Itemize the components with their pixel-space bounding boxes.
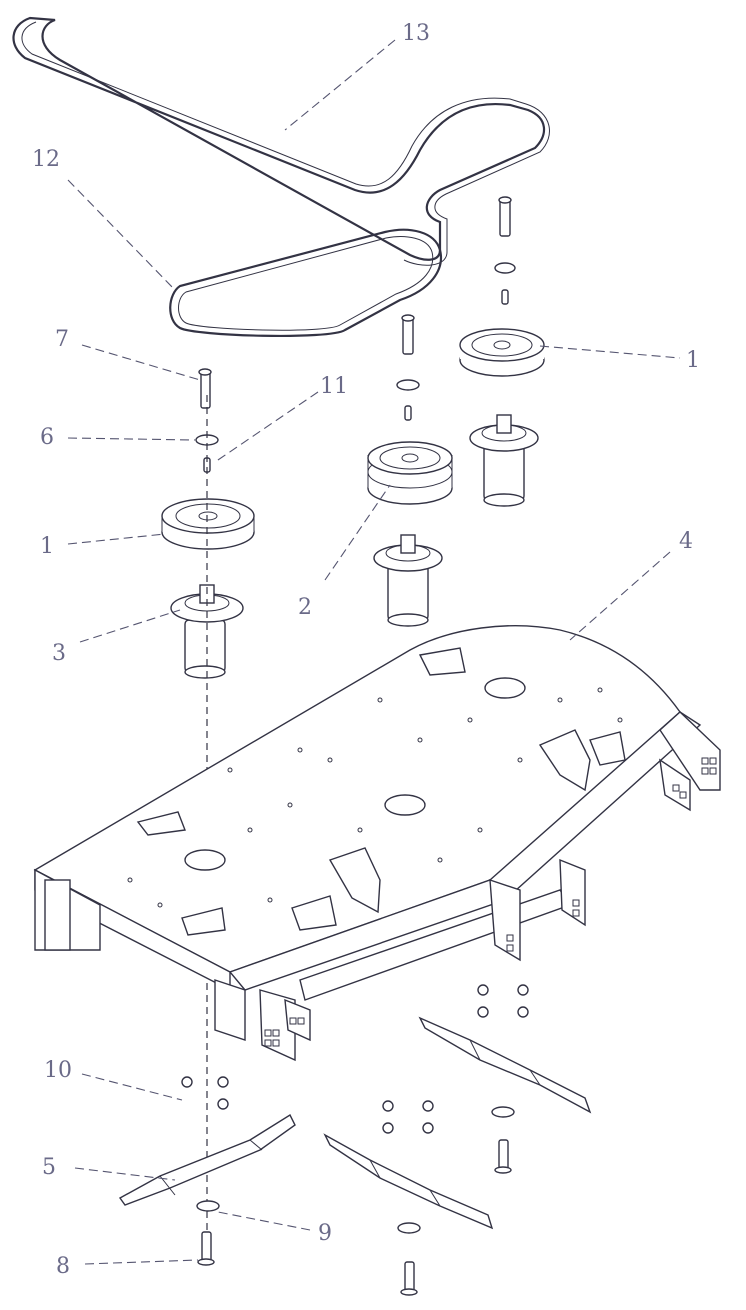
- callout-1-left: 1: [40, 534, 54, 559]
- pulley-left: [161, 498, 255, 550]
- bolt-right-lower: [400, 1261, 418, 1296]
- blade-nuts: [181, 984, 529, 1134]
- bolt-right-upper: [494, 1139, 512, 1174]
- callout-9: 9: [318, 1221, 332, 1246]
- callout-10: 10: [44, 1058, 72, 1083]
- key-right-top: [501, 289, 509, 305]
- blade-left: [118, 1113, 296, 1206]
- blade-right-upper: [418, 1016, 592, 1114]
- pulley-double-center: [367, 441, 453, 505]
- key-center-top: [404, 405, 412, 421]
- leader-lines: [67, 39, 681, 1265]
- callout-12: 12: [32, 147, 60, 172]
- callout-6: 6: [40, 425, 54, 450]
- callout-7: 7: [55, 327, 69, 352]
- washer-right-lower: [397, 1222, 421, 1234]
- washer-right-upper: [491, 1106, 515, 1118]
- pulley-right: [459, 328, 545, 377]
- bolt-right-top: [498, 196, 512, 237]
- callout-13: 13: [402, 21, 430, 46]
- washer-center-top: [396, 379, 420, 391]
- belt-13: [12, 16, 550, 266]
- bolt-center-top: [401, 314, 415, 355]
- belt-12: [169, 228, 443, 338]
- callout-11: 11: [320, 374, 348, 399]
- bolt-left-top: [198, 368, 212, 409]
- spindle-left: [170, 584, 244, 679]
- spindle-center: [373, 534, 443, 627]
- spindle-right: [469, 414, 539, 507]
- callout-1-right: 1: [686, 348, 700, 373]
- blade-right-lower: [323, 1133, 494, 1230]
- bolt-8: [197, 1231, 215, 1266]
- callout-3: 3: [52, 641, 66, 666]
- callout-8: 8: [56, 1254, 70, 1279]
- mower-deck-housing: [33, 625, 721, 1062]
- washer-9: [196, 1200, 220, 1212]
- washer-right-top: [494, 262, 516, 274]
- callout-4: 4: [679, 529, 693, 554]
- callout-2: 2: [298, 595, 312, 620]
- callout-5: 5: [42, 1155, 56, 1180]
